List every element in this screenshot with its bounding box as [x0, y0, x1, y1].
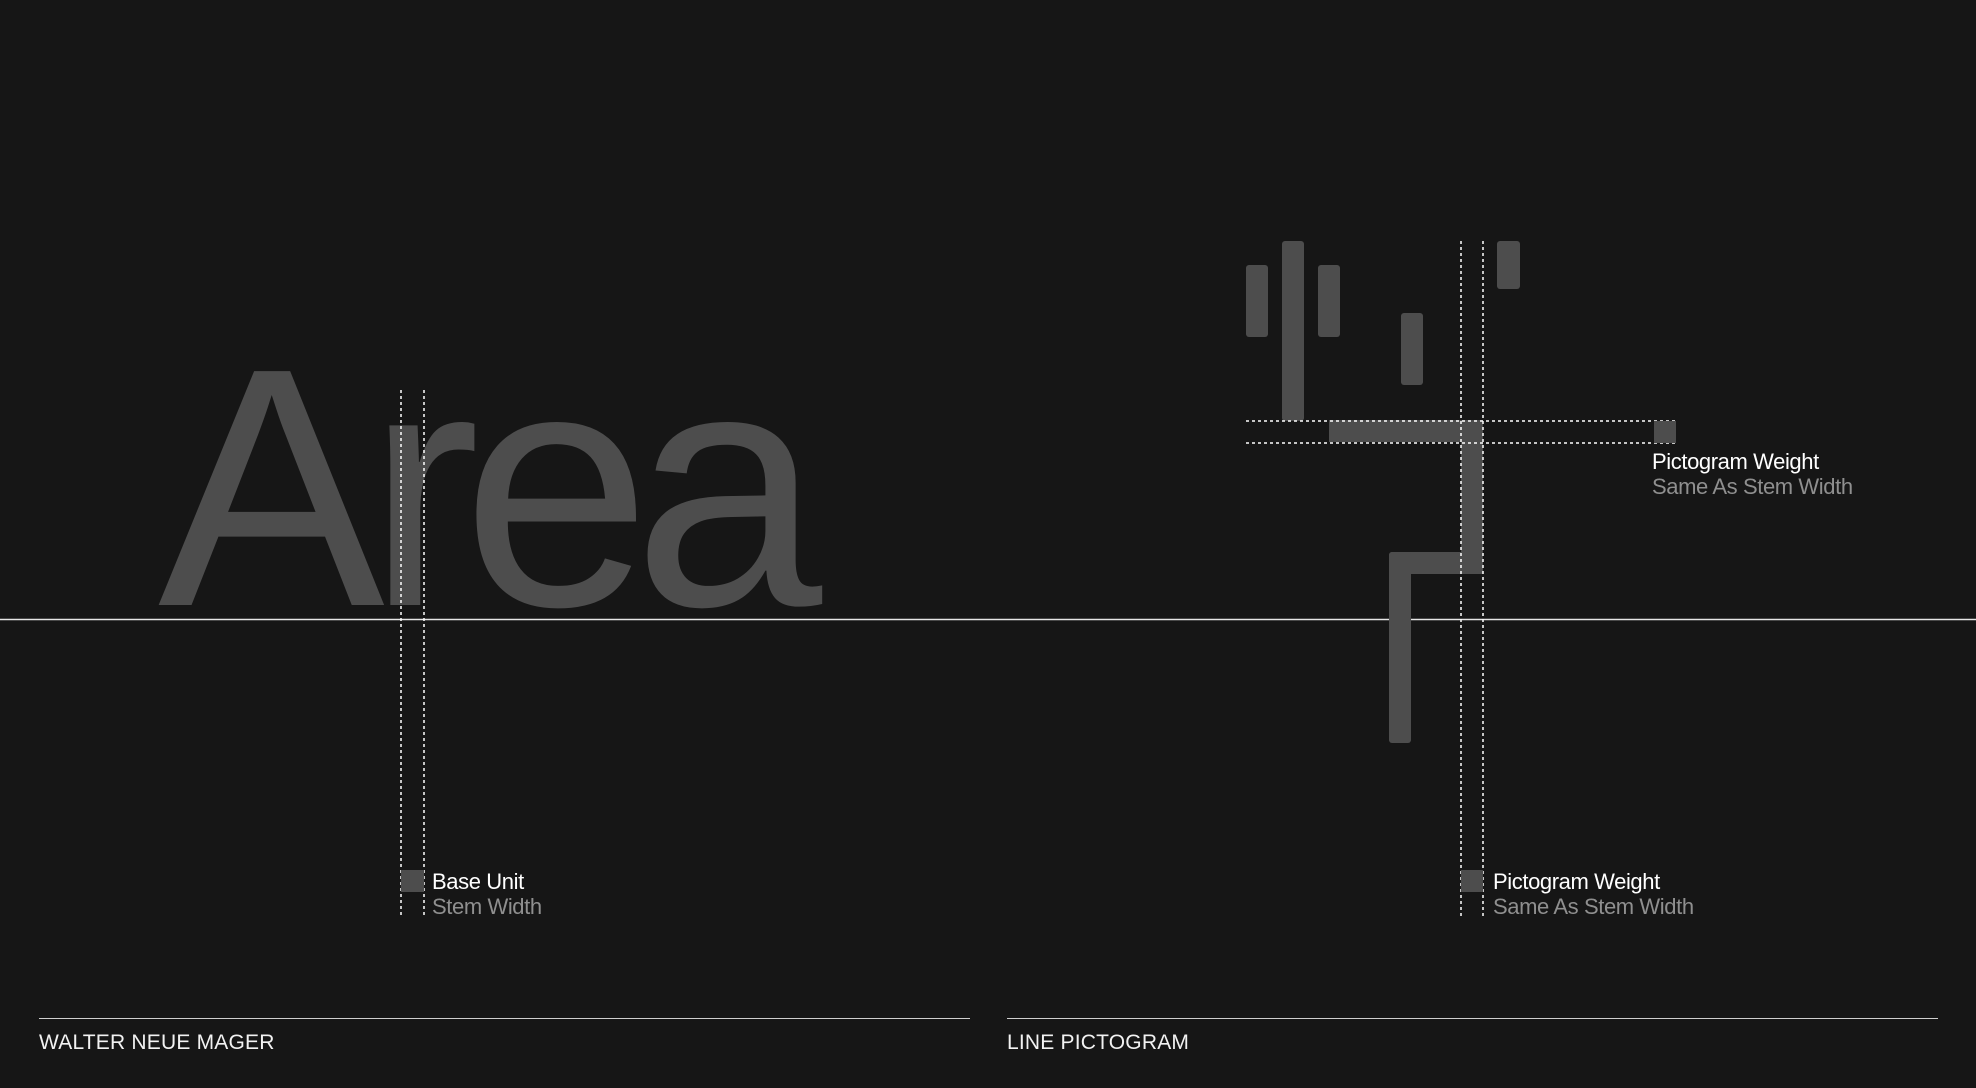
pictogram-stem-top-right — [1497, 241, 1520, 289]
specimen-word: Area — [158, 298, 822, 678]
pictogram-weight-bottom-subtitle: Same As Stem Width — [1493, 894, 1694, 919]
pictogram-weight-swatch-right — [1654, 421, 1676, 443]
pictogram-weight-swatch-bottom — [1461, 870, 1483, 892]
base-unit-label: Base Unit Stem Width — [432, 869, 542, 919]
cactus-line-pictogram-icon — [1246, 241, 1520, 743]
pictogram-weight-label-right: Pictogram Weight Same As Stem Width — [1652, 449, 1853, 499]
pictogram-stem-main — [1282, 241, 1304, 421]
pictogram-stem-right — [1318, 265, 1340, 337]
pictogram-horizontal-bar — [1329, 420, 1483, 442]
base-unit-title: Base Unit — [432, 869, 524, 894]
pictogram-lower-bar — [1389, 552, 1483, 574]
pictogram-weight-right-title: Pictogram Weight — [1652, 449, 1819, 474]
base-unit-swatch — [401, 870, 424, 892]
pictogram-weight-right-subtitle: Same As Stem Width — [1652, 474, 1853, 499]
pictogram-stem-left — [1246, 265, 1268, 337]
footer-label-right: LINE PICTOGRAM — [1007, 1031, 1190, 1054]
footer-rule-right — [1007, 1018, 1938, 1019]
base-unit-subtitle: Stem Width — [432, 894, 542, 919]
pictogram-stem-middle — [1401, 313, 1423, 385]
pictogram-lower-stem — [1389, 552, 1411, 743]
pictogram-weight-label-bottom: Pictogram Weight Same As Stem Width — [1493, 869, 1694, 919]
pictogram-weight-bottom-title: Pictogram Weight — [1493, 869, 1660, 894]
footer-rule-left — [39, 1018, 970, 1019]
pictogram-vertical-bar — [1461, 420, 1483, 574]
footer-label-left: WALTER NEUE MAGER — [39, 1031, 275, 1054]
